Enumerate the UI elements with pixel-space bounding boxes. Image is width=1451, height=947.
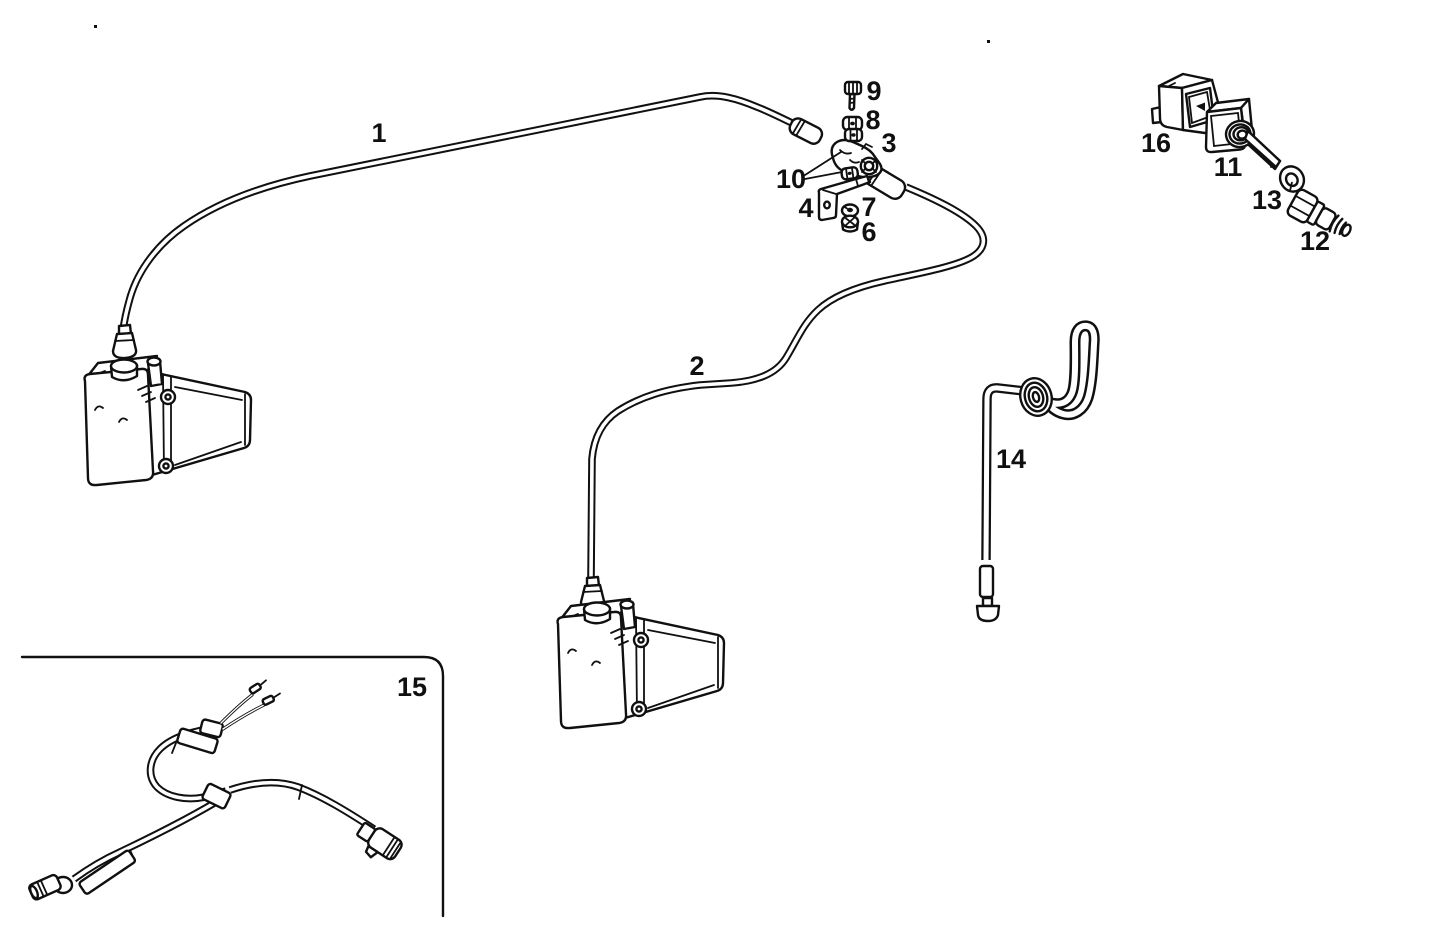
inset-box [20, 655, 445, 918]
callout-9: 9 [866, 76, 881, 106]
nut-6 [840, 214, 860, 233]
callout-10: 10 [776, 164, 806, 194]
leader-lines-10 [804, 151, 843, 180]
harness-ferrule [199, 718, 224, 739]
callout-3: 3 [881, 128, 896, 158]
threaded-fitting-12 [1286, 188, 1352, 237]
callout-7: 7 [861, 192, 876, 222]
harness-upper-sleeve [176, 727, 219, 755]
bracket-4 [817, 174, 872, 222]
washer-7 [840, 203, 860, 218]
callout-12: 12 [1300, 226, 1330, 256]
harness-main-connector [356, 821, 403, 861]
pipe-end-plug [975, 604, 1001, 623]
callout-4: 4 [798, 193, 813, 223]
terminal-pin-1 [248, 679, 267, 695]
callout-14: 14 [996, 444, 1026, 474]
wiring-harness-15 [28, 679, 403, 901]
terminal-pin-2 [261, 692, 281, 706]
callout-6: 6 [861, 217, 876, 247]
screw-9 [843, 80, 863, 111]
callout-11: 11 [1214, 152, 1243, 182]
scan-specks [94, 25, 990, 43]
tube-1 [111, 91, 808, 360]
tube-1-end-connector [111, 323, 138, 360]
callout-15: 15 [397, 672, 427, 702]
callouts: 1 2 3 4 6 7 8 9 10 11 12 13 14 15 16 [371, 76, 1330, 702]
pipe-sleeve [978, 564, 995, 599]
toggle-switch-11 [1204, 97, 1282, 171]
nut-10a [843, 127, 864, 143]
grommet-disc [1019, 377, 1053, 417]
junction-assembly [788, 80, 907, 233]
callout-13: 13 [1252, 185, 1282, 215]
harness-left-connector [28, 873, 62, 901]
harness-junction-sleeve [201, 782, 232, 810]
nut-10b [840, 166, 860, 181]
inset-border [20, 655, 445, 918]
callout-2: 2 [689, 351, 704, 381]
callout-16: 16 [1141, 128, 1171, 158]
drain-pipe-14 [975, 320, 1100, 623]
tube-1-ferrule [788, 117, 824, 145]
tank-middle [556, 597, 726, 730]
callout-1: 1 [371, 118, 386, 148]
tank-left [83, 354, 253, 487]
tube-2 [579, 183, 988, 611]
callout-8: 8 [865, 105, 880, 135]
